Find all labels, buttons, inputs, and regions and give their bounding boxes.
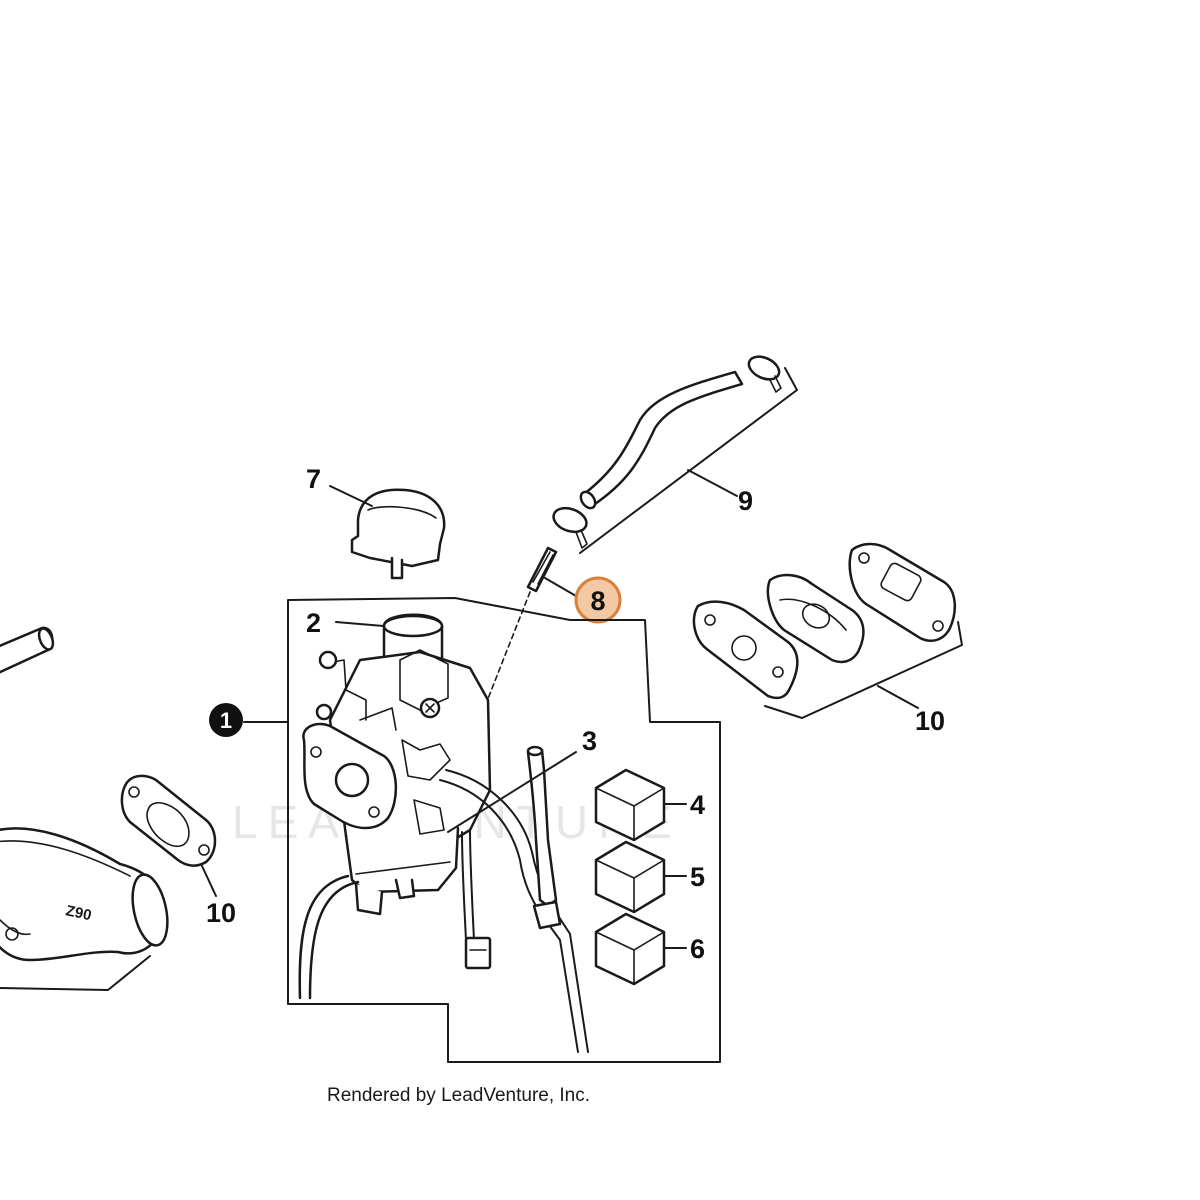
callout-5[interactable]: 5 [690,862,705,892]
fuel-hose-part-3[interactable] [526,745,562,930]
carburetor-assembly-outline [287,597,721,1063]
kit-box-part-4[interactable] [594,768,666,842]
callout-4[interactable]: 4 [690,790,705,820]
callout-10-right[interactable]: 10 [915,706,945,736]
gasket-part-10-left[interactable] [120,774,217,867]
part-10-left-leader [201,865,217,897]
kit-box-part-5[interactable] [594,840,666,914]
intake-part-marking: Z90 [64,902,93,924]
callout-3[interactable]: 3 [582,726,597,756]
part-8-leader [544,577,577,597]
render-credit: Rendered by LeadVenture, Inc. [327,1085,590,1106]
rod-part-left [0,626,55,674]
part-3-leader [447,751,577,833]
callout-6[interactable]: 6 [690,934,705,964]
callout-1-circle [209,703,243,737]
part-2-leader [335,621,385,627]
callout-8: 8 [590,586,605,616]
intake-gaskets-part-10-right[interactable] [692,542,957,700]
callout-1-filled[interactable]: 1 [209,703,243,737]
fuel-hose-part-9[interactable] [550,352,782,549]
part-7-leader [329,485,373,507]
carburetor-part-2[interactable] [302,613,492,916]
left-intake-bracket [0,955,151,991]
cap-part-7[interactable] [350,488,446,580]
part-9-bracket [579,367,798,554]
callout-9[interactable]: 9 [738,486,753,516]
callout-7[interactable]: 7 [306,464,321,494]
part-10-right-bracket [764,621,963,719]
callout-10-left[interactable]: 10 [206,898,236,928]
part-9-leader [687,469,738,497]
kit-box-part-6[interactable] [594,912,666,986]
callout-2[interactable]: 2 [306,608,321,638]
part-10-right-leader [877,685,919,709]
callout-8-circle [574,576,622,624]
callout-1: 1 [220,708,232,733]
part-8-dashed-leader [451,591,531,791]
fuel-filter-part-8[interactable] [526,546,558,593]
callout-8-highlighted[interactable]: 8 [574,576,622,624]
air-intake-elbow: Z90 [0,827,169,962]
